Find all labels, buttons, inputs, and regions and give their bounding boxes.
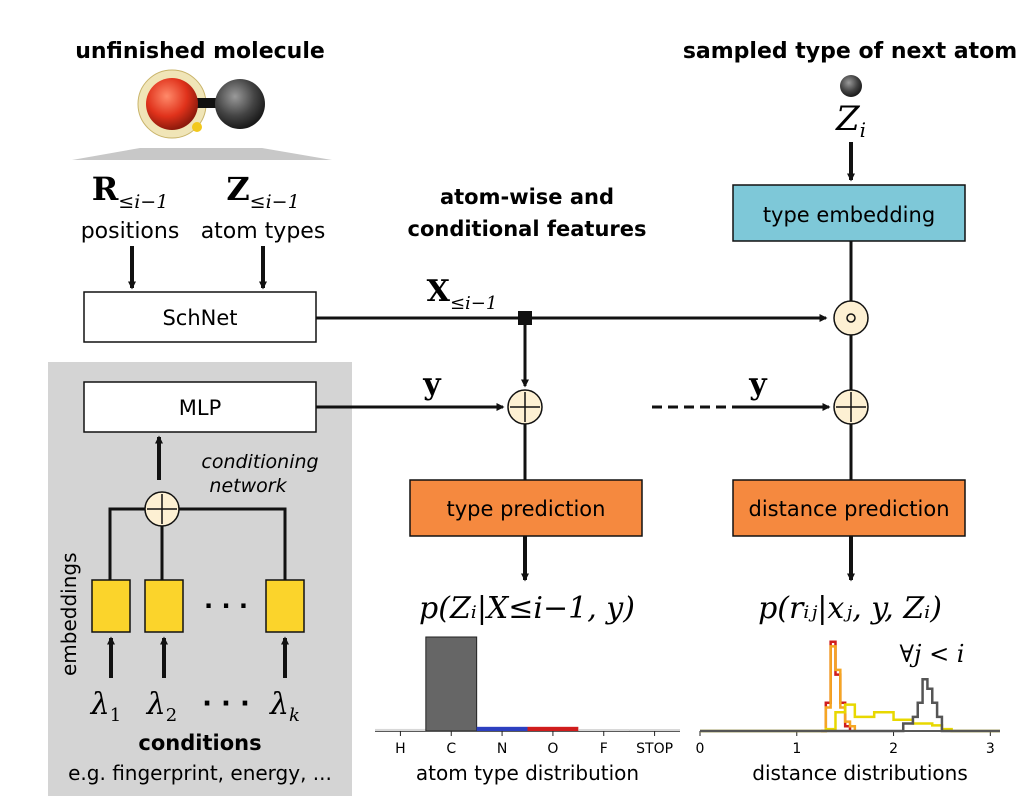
distance-chart: 0 1 2 3 distance distributions [696, 640, 1000, 785]
atom-type-chart: H C N O F STOP atom type distribution [375, 636, 680, 785]
bar-h [375, 728, 426, 731]
type-chart-xlabel: atom type distribution [416, 761, 639, 785]
x-symbol: X≤i−1 [427, 274, 498, 314]
bar-stop [629, 729, 680, 731]
conditioning-label-2: network [209, 475, 287, 497]
dist-tick-3: 3 [986, 741, 995, 757]
tick-label-n: N [497, 741, 507, 757]
type-embedding-block [732, 184, 966, 242]
type-prediction-block [409, 479, 643, 537]
embedding-dots: · · · [204, 592, 248, 620]
zi-symbol: Zi [835, 99, 866, 142]
dist-tick-1: 1 [792, 741, 801, 757]
oplus-symbol-type [510, 392, 540, 422]
schnet-label: SchNet [162, 306, 237, 330]
odot-symbol [846, 313, 856, 323]
type-formula: p(Zᵢ|X≤i−1, y) [419, 591, 635, 626]
z-symbol: Z≤i−1 [226, 170, 299, 213]
tick-label-stop: STOP [636, 741, 673, 757]
features-title-1: atom-wise and [440, 185, 614, 209]
embedding-box-k [265, 579, 305, 633]
embedding-box-2 [144, 579, 184, 633]
lambda-dots: · · · [202, 689, 250, 719]
odot-node [833, 300, 869, 336]
y-symbol-right: y [748, 367, 768, 402]
oplus-symbol-distance [836, 392, 866, 422]
bar-o [527, 726, 579, 731]
line-emb1-oplus [108, 507, 145, 580]
distance-prediction-label: distance prediction [748, 497, 949, 521]
lambda-2: λ2 [146, 687, 177, 726]
distance-prediction-block [732, 479, 966, 537]
mlp-label: MLP [179, 396, 221, 420]
embeddings-label: embeddings [57, 552, 81, 676]
dist-tick-2: 2 [889, 741, 898, 757]
left-title: unfinished molecule [75, 39, 325, 64]
atom-types-label: atom types [201, 219, 326, 244]
mlp-block [83, 381, 317, 433]
y-symbol: y [422, 367, 442, 402]
bar-f [578, 729, 630, 731]
dist-series-3 [700, 678, 1000, 733]
branch-node [518, 311, 532, 325]
bar-n [476, 726, 528, 731]
molecule-trapezoid [72, 148, 332, 160]
dist-series-1 [820, 645, 857, 733]
positions-label: positions [81, 219, 180, 244]
dist-series-0 [820, 640, 852, 733]
dist-tick-0: 0 [696, 741, 705, 757]
molecule-graphic [137, 69, 265, 139]
distance-formula: p(rᵢⱼ|xⱼ, y, Zᵢ) [758, 591, 942, 626]
tick-label-o: O [547, 741, 558, 757]
embedding-box-1 [91, 579, 131, 633]
tick-label-c: C [446, 741, 456, 757]
dist-chart-xlabel: distance distributions [752, 761, 968, 785]
line-embk-oplus [179, 507, 287, 580]
right-title: sampled type of next atom [683, 39, 1017, 64]
oplus-symbol-conditions [147, 494, 177, 524]
features-title-2: conditional features [408, 217, 647, 241]
bar-c [425, 636, 478, 732]
sampled-atom-icon [840, 75, 862, 97]
r-symbol: R≤i−1 [92, 170, 169, 213]
schnet-block [83, 291, 317, 343]
tick-label-f: F [600, 741, 608, 757]
conditions-title: conditions [138, 731, 261, 755]
type-prediction-label: type prediction [447, 497, 606, 521]
tick-label-h: H [395, 741, 406, 757]
forall-annotation: ∀j < i [900, 640, 965, 668]
lambda-1: λ1 [90, 687, 121, 726]
conditioning-label-1: conditioning [201, 451, 318, 473]
lambda-k: λk [269, 687, 300, 726]
conditioning-panel [48, 362, 352, 796]
conditions-subtitle: e.g. fingerprint, energy, ... [68, 761, 332, 785]
type-embedding-label: type embedding [763, 203, 935, 227]
